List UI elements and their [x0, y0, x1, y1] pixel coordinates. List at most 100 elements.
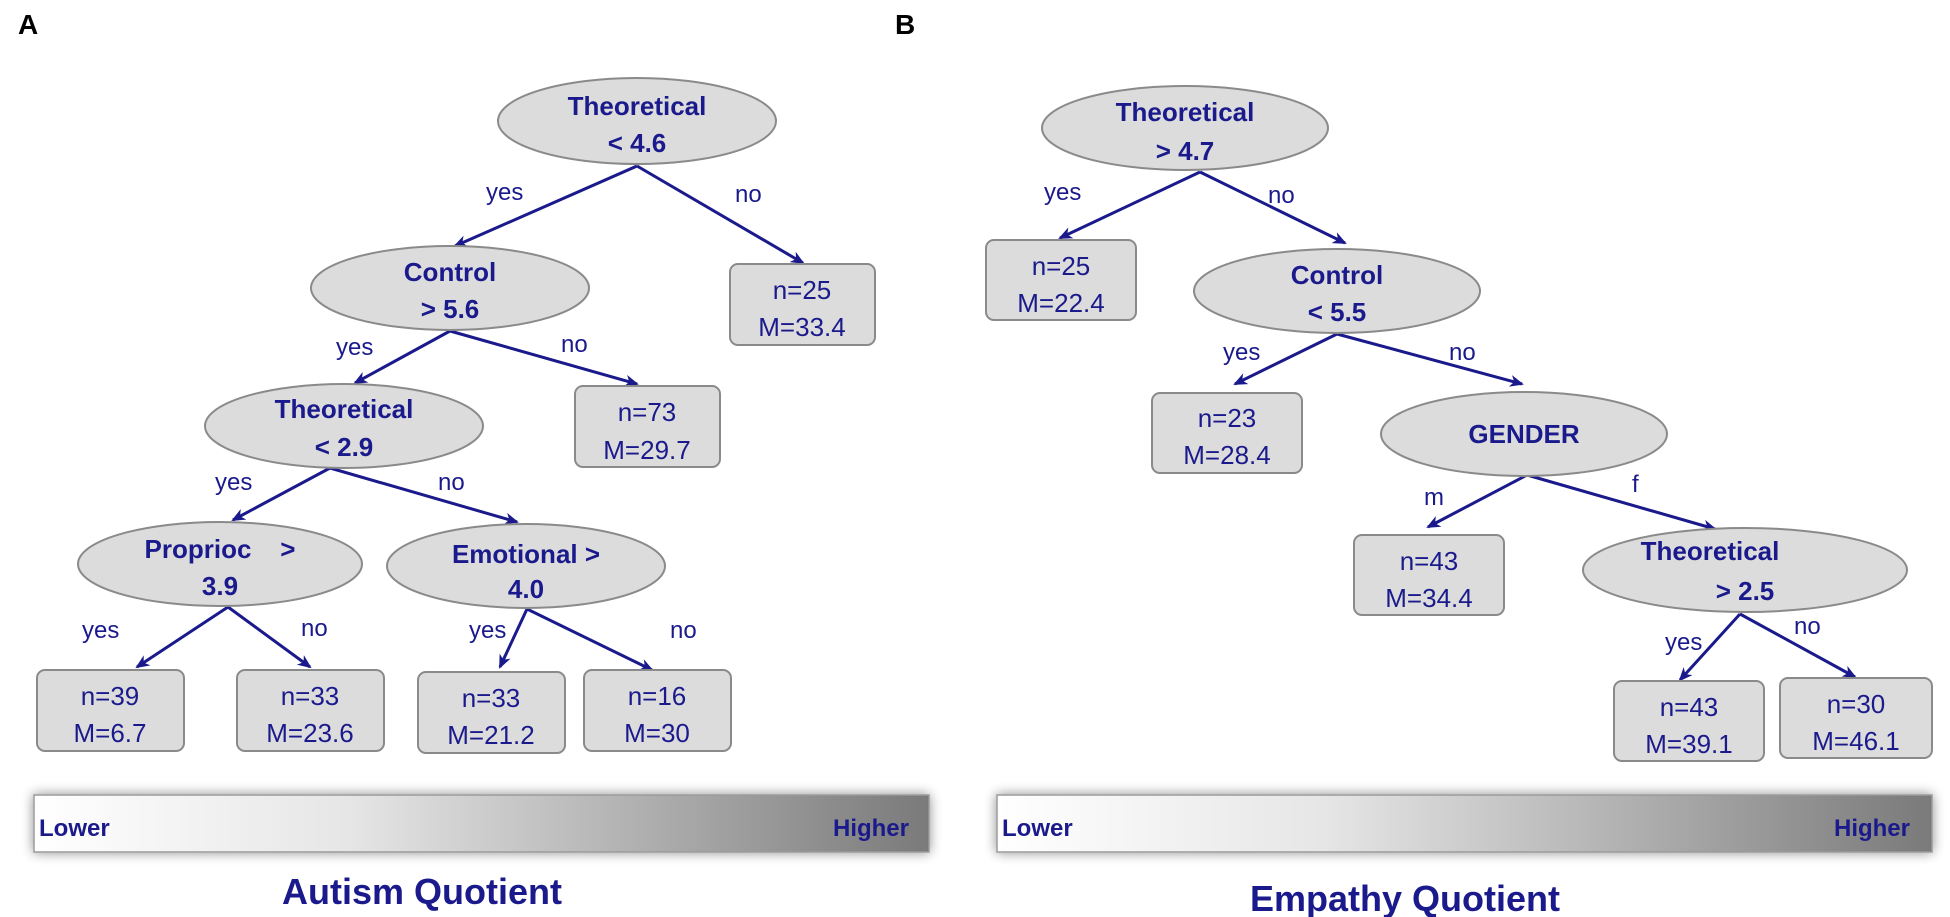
- edge-a1-al1: [636, 164, 805, 265]
- decision-node: Theoretical < 2.9: [204, 383, 484, 469]
- decision-node: Proprioc > 3.9: [77, 521, 363, 607]
- edge-label-a5-al5: yes: [469, 617, 506, 644]
- leaf-m: M=28.4: [1183, 440, 1270, 470]
- node-label-line1: Theoretical: [275, 394, 414, 424]
- edge-label-a3-a5: no: [438, 469, 465, 496]
- decision-node: Control > 5.6: [310, 245, 590, 331]
- edge-label-b1-b2: no: [1268, 182, 1295, 209]
- leaf-n: n=16: [628, 681, 687, 711]
- edge-label-a1-al1: no: [735, 181, 762, 208]
- scale-bar: [996, 794, 1933, 853]
- scale-low-label: Lower: [1002, 815, 1073, 842]
- edge-b1-bl1: [1058, 170, 1201, 240]
- node-label-line2: > 4.7: [1156, 136, 1215, 166]
- edge-a4-al3: [135, 605, 229, 669]
- leaf-m: M=39.1: [1645, 729, 1732, 759]
- edge-a2-al2: [449, 329, 639, 387]
- scale-high-label: Higher: [1834, 815, 1910, 842]
- edge-a4-al4: [227, 605, 312, 669]
- decision-node: Control < 5.5: [1193, 248, 1481, 334]
- scale-high-label: Higher: [833, 815, 909, 842]
- edge-label-a1-a2: yes: [486, 179, 523, 206]
- node-label-line2: > 5.6: [421, 294, 480, 324]
- leaf-node: n=43 M=34.4: [1353, 534, 1505, 616]
- node-label-line2: 4.0: [508, 574, 544, 604]
- panel-b: B yes no yes no m f yes no Theoretical >…: [895, 9, 1933, 917]
- decision-node: Emotional > 4.0: [386, 523, 666, 609]
- edge-label-b3-b4: f: [1632, 471, 1639, 498]
- leaf-m: M=21.2: [447, 720, 534, 750]
- leaf-node: n=33 M=23.6: [236, 669, 385, 752]
- panel-a: A yes no yes no yes no yes no yes no: [18, 9, 930, 912]
- node-label-line2: > 2.5: [1716, 576, 1775, 606]
- node-label-line2: < 4.6: [608, 128, 667, 158]
- decision-node: Theoretical < 4.6: [497, 77, 777, 165]
- leaf-n: n=43: [1400, 546, 1459, 576]
- node-label-line1: Theoretical: [1641, 536, 1780, 566]
- tree-edges-a: [135, 164, 805, 672]
- leaf-node: n=23 M=28.4: [1151, 392, 1303, 474]
- leaf-m: M=29.7: [603, 435, 690, 465]
- edge-a5-al6: [526, 607, 654, 672]
- edge-label-b1-bl1: yes: [1044, 179, 1081, 206]
- tree-edges-b: [1058, 170, 1857, 682]
- decision-node: Theoretical > 2.5: [1582, 527, 1908, 613]
- leaf-m: M=30: [624, 718, 690, 748]
- edge-labels-a: yes no yes no yes no yes no yes no: [82, 179, 762, 644]
- edge-b3-b4: [1526, 473, 1717, 532]
- edge-label-a2-a3: yes: [336, 334, 373, 361]
- axis-title-a: Autism Quotient: [282, 871, 562, 912]
- edge-b1-b2: [1199, 170, 1347, 245]
- leaf-node: n=73 M=29.7: [574, 385, 721, 468]
- leaf-node: n=30 M=46.1: [1779, 677, 1933, 759]
- edge-label-a2-al2: no: [561, 331, 588, 358]
- leaf-node: n=33 M=21.2: [417, 671, 566, 754]
- node-label-line1: Proprioc >: [145, 534, 296, 564]
- leaf-n: n=23: [1198, 403, 1257, 433]
- edge-b2-b3: [1336, 332, 1524, 387]
- edge-label-b2-b3: no: [1449, 339, 1476, 366]
- leaf-n: n=25: [773, 275, 832, 305]
- edge-label-b4-bl4: yes: [1665, 629, 1702, 656]
- gradient-scale-b: Lower Higher: [996, 794, 1933, 853]
- panel-letter-b: B: [895, 9, 915, 40]
- leaf-m: M=34.4: [1385, 583, 1472, 613]
- edge-label-b4-bl5: no: [1794, 613, 1821, 640]
- leaf-n: n=33: [281, 681, 340, 711]
- node-label-line1: Control: [404, 257, 496, 287]
- edge-label-b2-bl2: yes: [1223, 339, 1260, 366]
- leaf-n: n=30: [1827, 689, 1886, 719]
- leaf-m: M=23.6: [266, 718, 353, 748]
- edge-labels-b: yes no yes no m f yes no: [1044, 179, 1821, 656]
- gradient-scale-a: Lower Higher: [33, 794, 930, 853]
- edge-b4-bl4: [1678, 612, 1742, 682]
- node-label-line2: < 5.5: [1308, 297, 1367, 327]
- decision-node: GENDER: [1380, 391, 1668, 477]
- scale-bar: [33, 794, 930, 853]
- node-label-line1: Theoretical: [568, 91, 707, 121]
- panel-letter-a: A: [18, 9, 38, 40]
- leaf-m: M=22.4: [1017, 288, 1104, 318]
- edge-label-a4-al3: yes: [82, 617, 119, 644]
- edge-a2-a3: [353, 329, 451, 385]
- edge-a3-a5: [329, 466, 519, 525]
- node-label-line1: Theoretical: [1116, 97, 1255, 127]
- node-label-line1: GENDER: [1468, 419, 1579, 449]
- leaf-node: n=43 M=39.1: [1613, 680, 1765, 762]
- edge-b4-bl5: [1739, 612, 1857, 679]
- edge-label-a3-a4: yes: [215, 469, 252, 496]
- edge-label-a4-al4: no: [301, 615, 328, 642]
- leaf-node: n=16 M=30: [583, 669, 732, 752]
- leaf-node: n=25 M=22.4: [985, 239, 1137, 321]
- leaf-n: n=25: [1032, 251, 1091, 281]
- leaf-node: n=39 M=6.7: [36, 669, 185, 752]
- leaf-m: M=33.4: [758, 312, 845, 342]
- edge-a5-al5: [498, 608, 529, 669]
- edge-b2-bl2: [1233, 332, 1338, 386]
- decision-node: Theoretical > 4.7: [1041, 85, 1329, 171]
- node-label-line2: < 2.9: [315, 432, 374, 462]
- leaf-n: n=43: [1660, 692, 1719, 722]
- node-label-line1: Control: [1291, 260, 1383, 290]
- edge-a3-a4: [231, 466, 331, 522]
